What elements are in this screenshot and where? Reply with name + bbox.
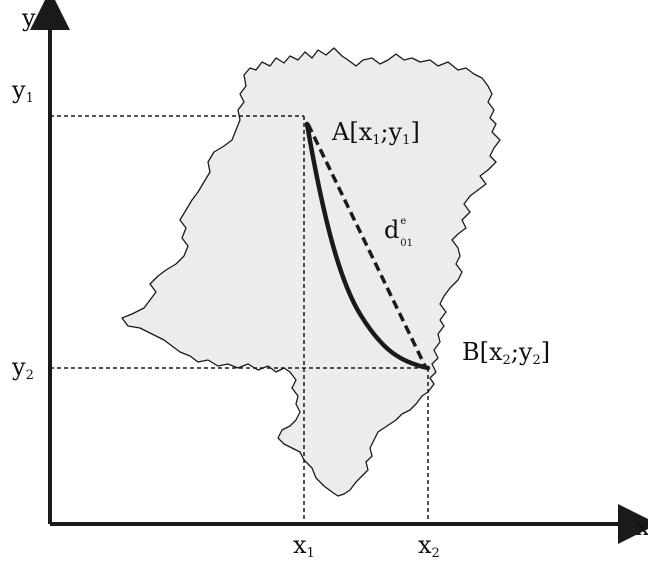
- point-b-label: B[x2;y2]: [462, 338, 550, 368]
- y1-tick-label: y1: [11, 76, 34, 106]
- y-axis-label: y: [21, 4, 36, 32]
- euclidean-distance-line: [306, 123, 428, 369]
- x1-tick-label: x1: [293, 531, 315, 561]
- x2-tick-label: x2: [418, 531, 440, 561]
- region-shape: [121, 47, 501, 497]
- y2-tick-label: y2: [11, 353, 34, 383]
- route-curve: [304, 121, 431, 371]
- point-a-label: A[x1;y1]: [331, 118, 420, 148]
- x-axis-label: x: [636, 513, 648, 541]
